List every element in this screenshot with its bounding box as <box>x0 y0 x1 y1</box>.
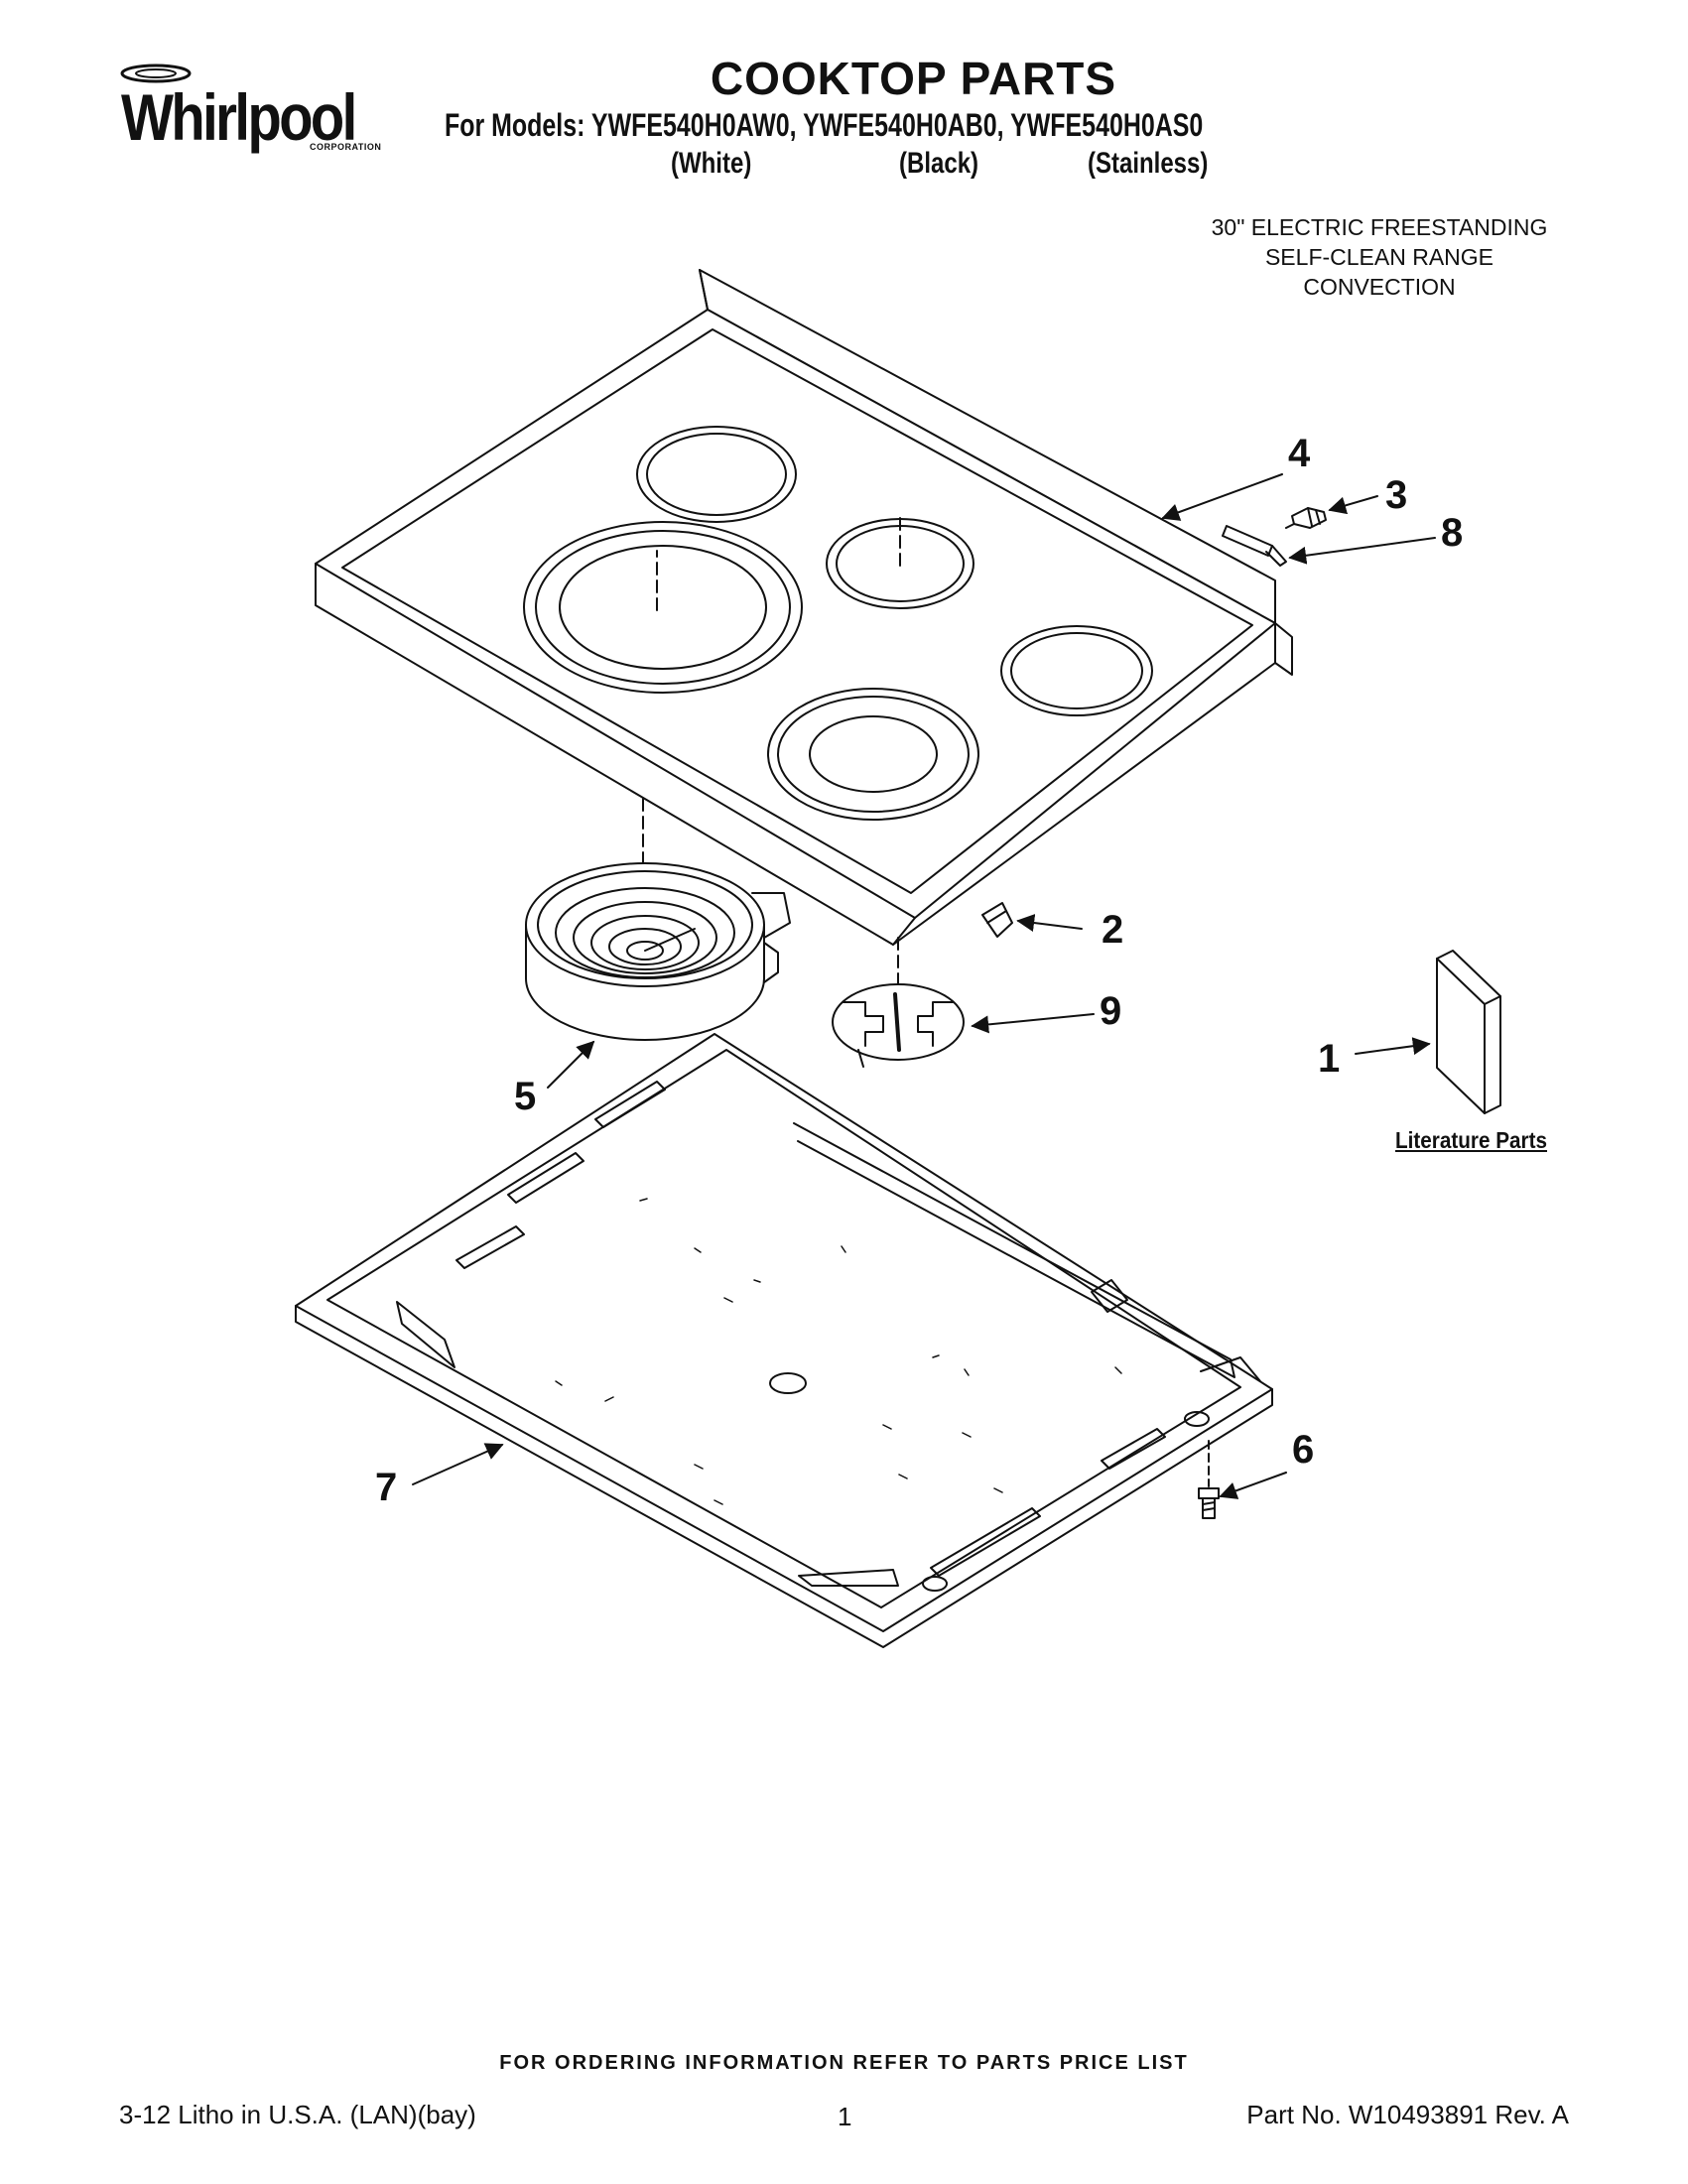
callout-7: 7 <box>375 1466 397 1509</box>
callout-4: 4 <box>1288 432 1311 475</box>
callout-1: 1 <box>1318 1037 1340 1081</box>
models-line: For Models: YWFE540H0AW0, YWFE540H0AB0, … <box>445 107 1204 143</box>
page-number: 1 <box>838 2102 852 2131</box>
logo-swirl-icon <box>120 64 192 83</box>
logo-corporation: CORPORATION <box>310 142 382 152</box>
literature-part-1 <box>1436 950 1501 1114</box>
screw-part-3 <box>1285 507 1327 529</box>
callout-6: 6 <box>1292 1428 1314 1472</box>
whirlpool-logo: Whirlpool CORPORATION <box>111 60 382 159</box>
screw-part-6 <box>1198 1440 1220 1519</box>
product-line-1: 30" ELECTRIC FREESTANDING <box>1211 214 1548 240</box>
leader-lines <box>412 473 1436 1499</box>
callout-3: 3 <box>1385 473 1407 517</box>
shield-part-9 <box>832 983 965 1068</box>
part-number: Part No. W10493891 Rev. A <box>1246 2100 1569 2129</box>
callout-5: 5 <box>514 1075 536 1118</box>
ordering-note: FOR ORDERING INFORMATION REFER TO PARTS … <box>499 2052 1189 2074</box>
litho-info: 3-12 Litho in U.S.A. (LAN)(bay) <box>119 2100 476 2129</box>
variant-stainless: (Stainless) <box>1088 147 1209 180</box>
product-description: 30" ELECTRIC FREESTANDING SELF-CLEAN RAN… <box>1171 212 1588 302</box>
product-line-2: SELF-CLEAN RANGE <box>1264 244 1494 270</box>
product-line-3: CONVECTION <box>1303 274 1456 300</box>
variant-white: (White) <box>671 147 752 180</box>
literature-parts-label: Literature Parts <box>1395 1127 1548 1153</box>
heating-element-part-5 <box>525 862 791 1041</box>
variant-black: (Black) <box>899 147 979 180</box>
callout-numbers: 1 2 3 4 5 6 7 8 9 <box>375 432 1463 1509</box>
cooktop-part <box>315 269 1293 993</box>
callout-9: 9 <box>1100 989 1121 1033</box>
logo-wordmark: Whirlpool <box>121 80 357 154</box>
burner-box-part-7 <box>295 1033 1273 1648</box>
callout-8: 8 <box>1441 511 1463 555</box>
bracket-part-8 <box>1222 525 1287 567</box>
page-title: COOKTOP PARTS <box>710 53 1117 104</box>
clip-part-2 <box>981 902 1013 938</box>
callout-2: 2 <box>1102 908 1123 952</box>
